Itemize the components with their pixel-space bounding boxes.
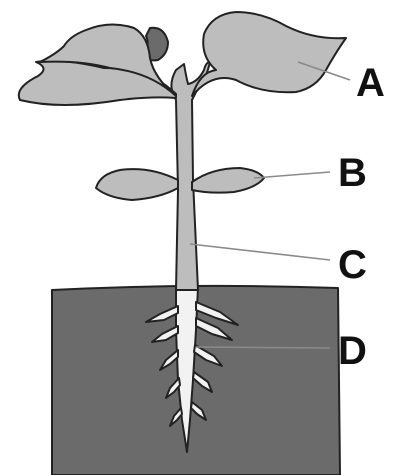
leaf-lower-right	[192, 168, 264, 193]
label-a: A	[356, 61, 385, 105]
label-d: D	[338, 329, 367, 373]
leader-line-b	[254, 172, 330, 178]
label-b: B	[338, 151, 367, 195]
label-c: C	[338, 243, 367, 287]
leader-line-c	[190, 244, 330, 260]
leader-line-d	[196, 347, 330, 348]
leaf-top-right	[192, 12, 346, 96]
leaf-lower-left	[96, 169, 178, 200]
